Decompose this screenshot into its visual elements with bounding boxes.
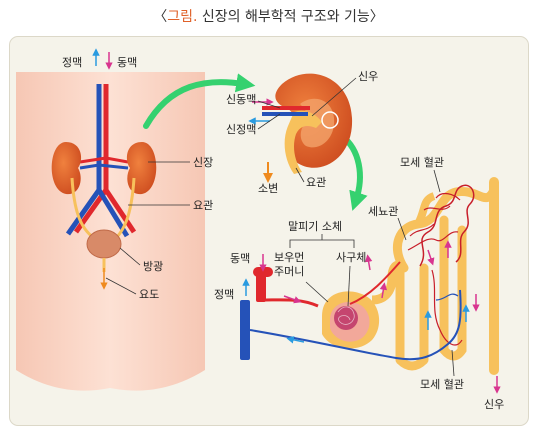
label-artery-nephron: 동맥	[230, 252, 250, 265]
label-renal-vein: 신정맥	[226, 123, 256, 136]
left-kidney	[51, 142, 82, 195]
bladder	[86, 229, 122, 259]
convoluted-tubule	[392, 185, 499, 273]
nephron-vein	[240, 300, 250, 360]
torso-illustration: 정맥 동맥 신장 요관 방광 요도	[16, 48, 213, 391]
label-bowman-capsule-2: 주머니	[274, 265, 304, 278]
label-bowman-capsule-1: 보우먼	[274, 251, 304, 264]
label-artery-top: 동맥	[117, 56, 137, 69]
label-renal-pelvis: 신우	[358, 70, 378, 83]
label-kidney: 신장	[193, 156, 213, 169]
label-capillary-bottom: 모세 혈관	[420, 377, 464, 391]
kidney-cross-section: 신동맥 신정맥 신우 소변 요관	[226, 70, 378, 195]
label-glomerulus: 사구체	[336, 251, 366, 264]
caption-close-bracket: 〉	[369, 9, 384, 25]
label-vein-top: 정맥	[62, 56, 82, 69]
label-capillary-top: 모세 혈관	[400, 155, 444, 169]
caption-title: 신장의 해부학적 구조와 기능	[201, 9, 370, 25]
label-renal-tubule: 세뇨관	[368, 205, 398, 218]
caption-prefix: 그림.	[167, 9, 198, 25]
figure-caption: 〈그림. 신장의 해부학적 구조와 기능〉	[0, 6, 537, 26]
caption-open-bracket: 〈	[153, 9, 168, 25]
label-urine: 소변	[258, 182, 278, 195]
capillary-network	[419, 184, 475, 267]
label-ureter-zoom: 요관	[306, 176, 326, 189]
label-renal-pelvis-bottom: 신우	[484, 398, 504, 411]
glomerulus	[334, 306, 358, 330]
label-urethra: 요도	[139, 288, 159, 301]
zoom-circle	[321, 111, 339, 129]
zoom-arrow-to-kidney	[143, 73, 256, 129]
label-renal-artery: 신동맥	[226, 93, 256, 106]
label-vein-nephron: 정맥	[214, 288, 234, 301]
venule-return	[249, 289, 462, 361]
renal-pelvis	[284, 110, 322, 174]
label-malpighian-body: 말피기 소체	[288, 220, 342, 233]
efferent-artery	[349, 261, 401, 305]
label-ureter: 요관	[193, 199, 213, 212]
label-bladder: 방광	[143, 260, 163, 273]
nephron-illustration: 말피기 소체 보우먼 주머니 사구체 동맥 정맥 세뇨관 모세 혈관 모세 혈관…	[214, 155, 504, 411]
loop-of-henle	[439, 215, 467, 361]
malpighian-bracket	[289, 239, 355, 248]
right-ureter	[114, 177, 136, 240]
